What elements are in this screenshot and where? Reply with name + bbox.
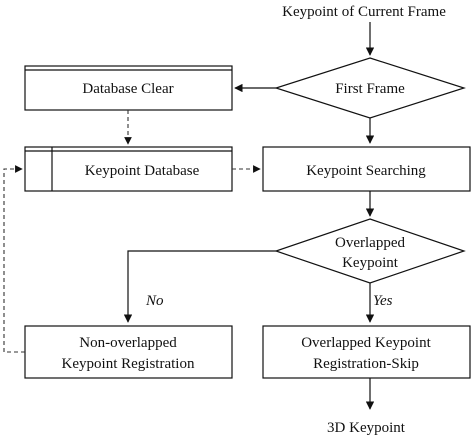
overlapped-registration-skip-box bbox=[262, 325, 471, 379]
non-overlapped-label-line2: Keypoint Registration bbox=[62, 356, 195, 372]
overlapped-keypoint-decision bbox=[274, 218, 466, 284]
database-clear-label: Database Clear bbox=[82, 81, 173, 97]
input-label: Keypoint of Current Frame bbox=[282, 4, 446, 20]
non-overlapped-registration-box bbox=[24, 325, 233, 379]
output-label: 3D Keypoint bbox=[327, 420, 406, 436]
non-overlapped-label-line1: Non-overlapped bbox=[79, 335, 177, 351]
edge-overlapped-to-non-overlapped bbox=[123, 250, 276, 323]
overlapped-reg-label-line2: Registration-Skip bbox=[313, 356, 419, 372]
yes-label: Yes bbox=[373, 293, 393, 309]
first-frame-label: First Frame bbox=[335, 81, 405, 97]
keypoint-database-box bbox=[24, 146, 233, 192]
overlapped-label-line1: Overlapped bbox=[335, 235, 405, 251]
keypoint-searching-label: Keypoint Searching bbox=[306, 163, 426, 179]
overlapped-reg-label-line1: Overlapped Keypoint bbox=[301, 335, 431, 351]
overlapped-label-line2: Keypoint bbox=[342, 255, 399, 271]
no-label: No bbox=[145, 293, 164, 309]
keypoint-searching-box bbox=[262, 146, 471, 192]
edge-non-overlapped-to-keypoint-database bbox=[3, 165, 25, 353]
database-clear-box bbox=[24, 65, 233, 111]
keypoint-database-label: Keypoint Database bbox=[85, 163, 200, 179]
